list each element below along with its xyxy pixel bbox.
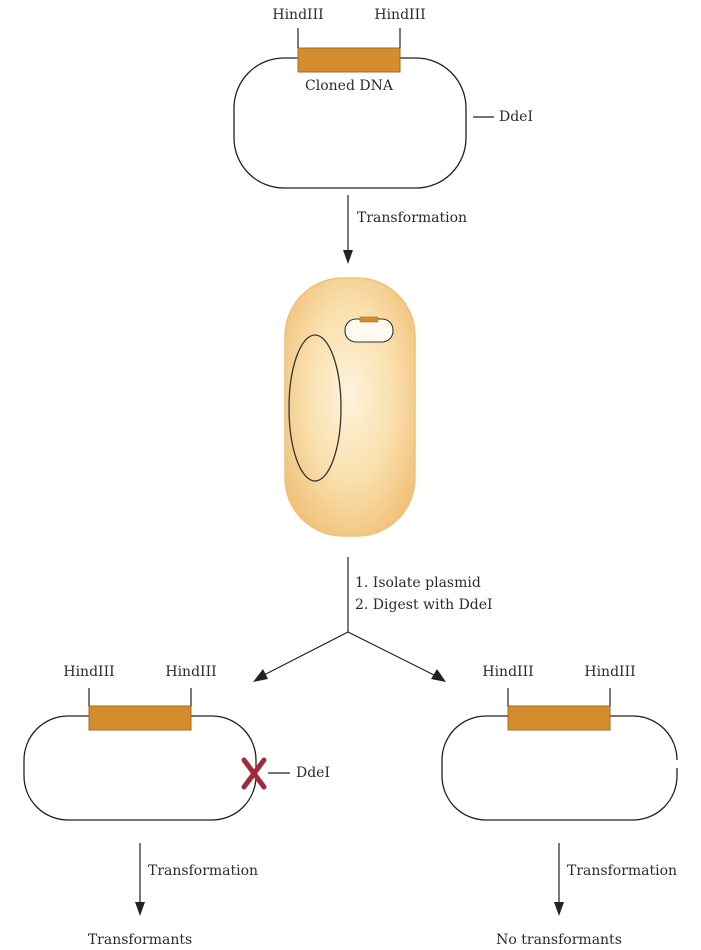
right-hindiii-right-label: HindIII [584, 664, 635, 680]
left-transformation-label: Transformation [148, 863, 258, 879]
bacterial-cell [285, 278, 415, 536]
down-arrow-icon [135, 843, 145, 916]
down-arrow-icon [431, 669, 446, 682]
right-transformation-label: Transformation [567, 863, 677, 879]
right-plasmid-gap [672, 760, 684, 768]
left-hindiii-right-label: HindIII [165, 664, 216, 680]
left-plasmid-ring [24, 716, 256, 820]
step2-digest-label: 2. Digest with DdeI [355, 597, 493, 613]
left-result-label: Transformants [88, 932, 192, 948]
top-cloned-dna-label: Cloned DNA [305, 78, 393, 94]
left-cloned-dna-insert [89, 706, 191, 730]
top-hindiii-right-label: HindIII [374, 7, 425, 23]
step1-transformation-label: Transformation [357, 210, 467, 226]
down-arrow-icon [554, 843, 564, 916]
left-hindiii-left-label: HindIII [63, 664, 114, 680]
step2-isolate-plasmid-label: 1. Isolate plasmid [355, 575, 481, 591]
left-plasmid [24, 688, 290, 820]
top-cloned-dna-insert [298, 48, 400, 72]
top-ddei-label: DdeI [499, 109, 533, 125]
right-plasmid-ring [442, 716, 677, 820]
down-arrow-icon [253, 669, 268, 682]
right-cloned-dna-insert [508, 706, 610, 730]
right-result-label: No transformants [496, 932, 622, 948]
top-plasmid [234, 28, 494, 188]
down-arrow-icon [343, 195, 353, 264]
left-ddei-label: DdeI [296, 765, 330, 781]
right-plasmid [442, 688, 684, 820]
cell-plasmid-insert [360, 317, 378, 322]
right-hindiii-left-label: HindIII [482, 664, 533, 680]
top-hindiii-left-label: HindIII [272, 7, 323, 23]
cell-body [285, 278, 415, 536]
cell-plasmid [345, 319, 393, 342]
x-mark-icon [244, 760, 264, 787]
